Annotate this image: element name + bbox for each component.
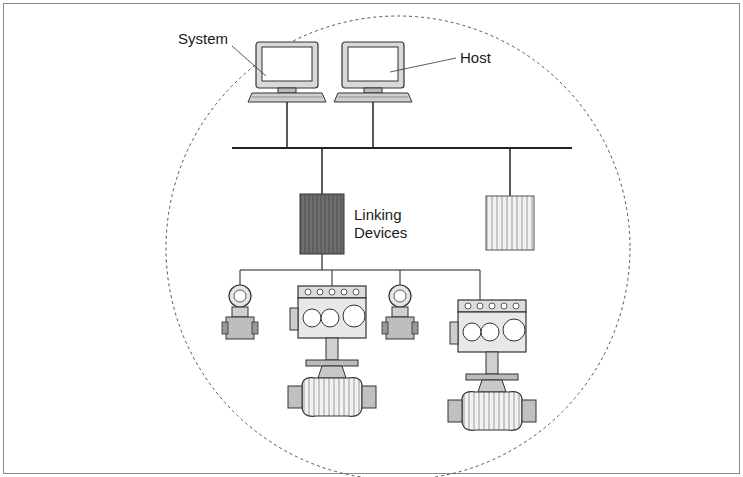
host-label: Host [460, 49, 491, 67]
system-label: System [178, 30, 228, 48]
linking-devices-label: Linking Devices [354, 206, 414, 242]
